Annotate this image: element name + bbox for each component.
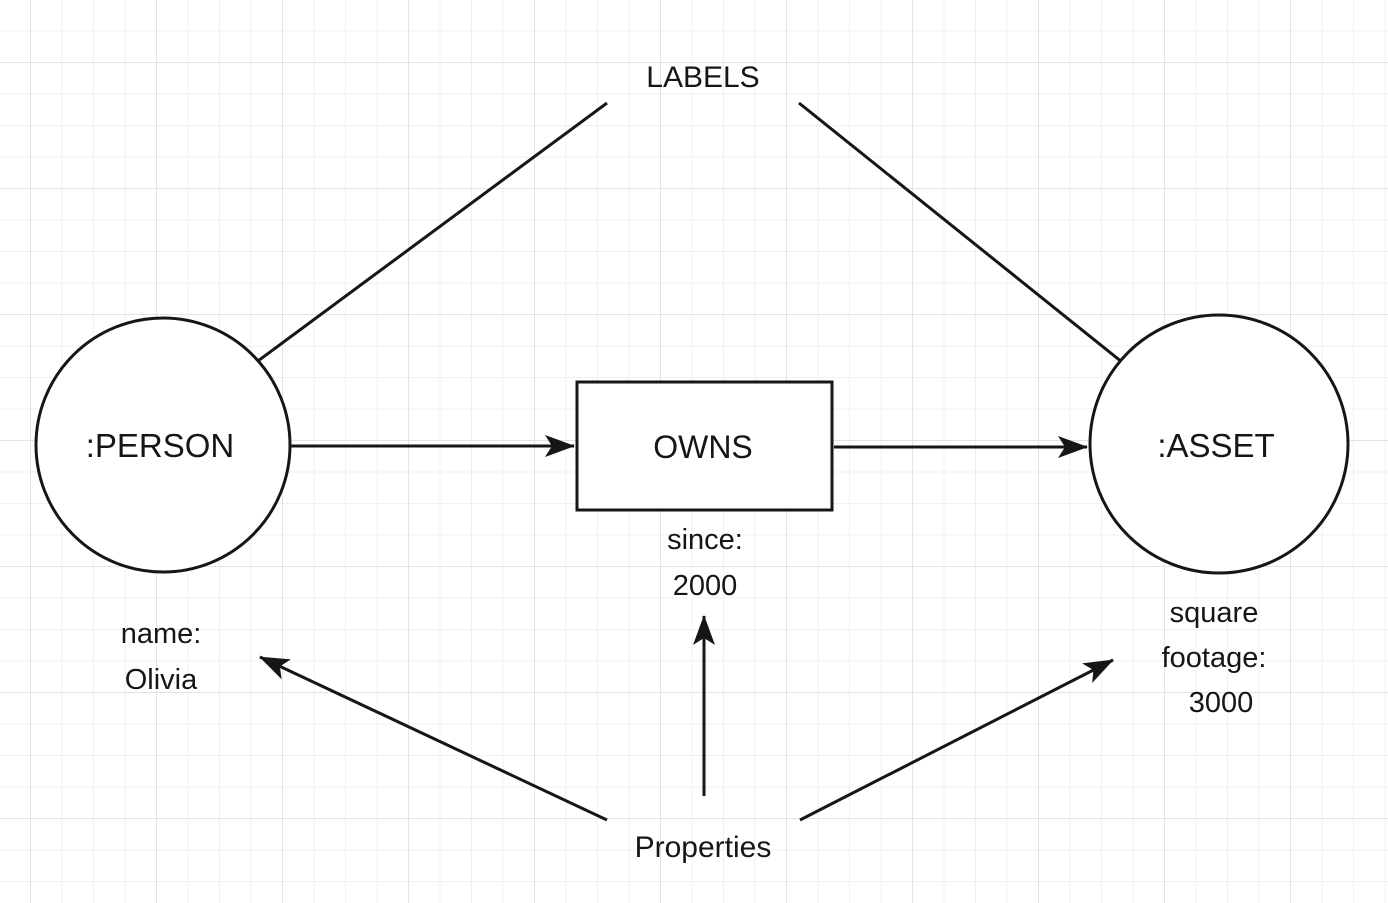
owns-relationship-label: OWNS [653,429,753,465]
owns-property-text: since: 2000 [667,524,743,602]
person-property-line-1: name: [121,618,202,650]
labels-arrow-to-asset [798,101,1179,409]
owns-relationship-box [575,380,834,512]
person-property-line-2: Olivia [125,664,198,696]
asset-node-label: :ASSET [1157,427,1274,464]
asset-property-line-1: square [1170,597,1259,629]
properties-arrow-to-name [259,655,608,822]
labels-arrow-to-person [196,101,608,408]
owns-property-line-1: since: [667,524,743,556]
person-node-label: :PERSON [86,427,235,464]
asset-property-line-3: 3000 [1189,687,1254,719]
person-property-text: name: Olivia [121,618,202,696]
asset-node-circle [1088,313,1350,575]
owns-property-line-2: 2000 [673,570,738,602]
properties-annotation: Properties [635,831,772,864]
properties-arrow-to-square-footage [799,658,1114,822]
labels-annotation: LABELS [646,61,759,94]
asset-property-line-2: footage: [1162,642,1267,674]
asset-property-text: square footage: 3000 [1162,597,1267,719]
